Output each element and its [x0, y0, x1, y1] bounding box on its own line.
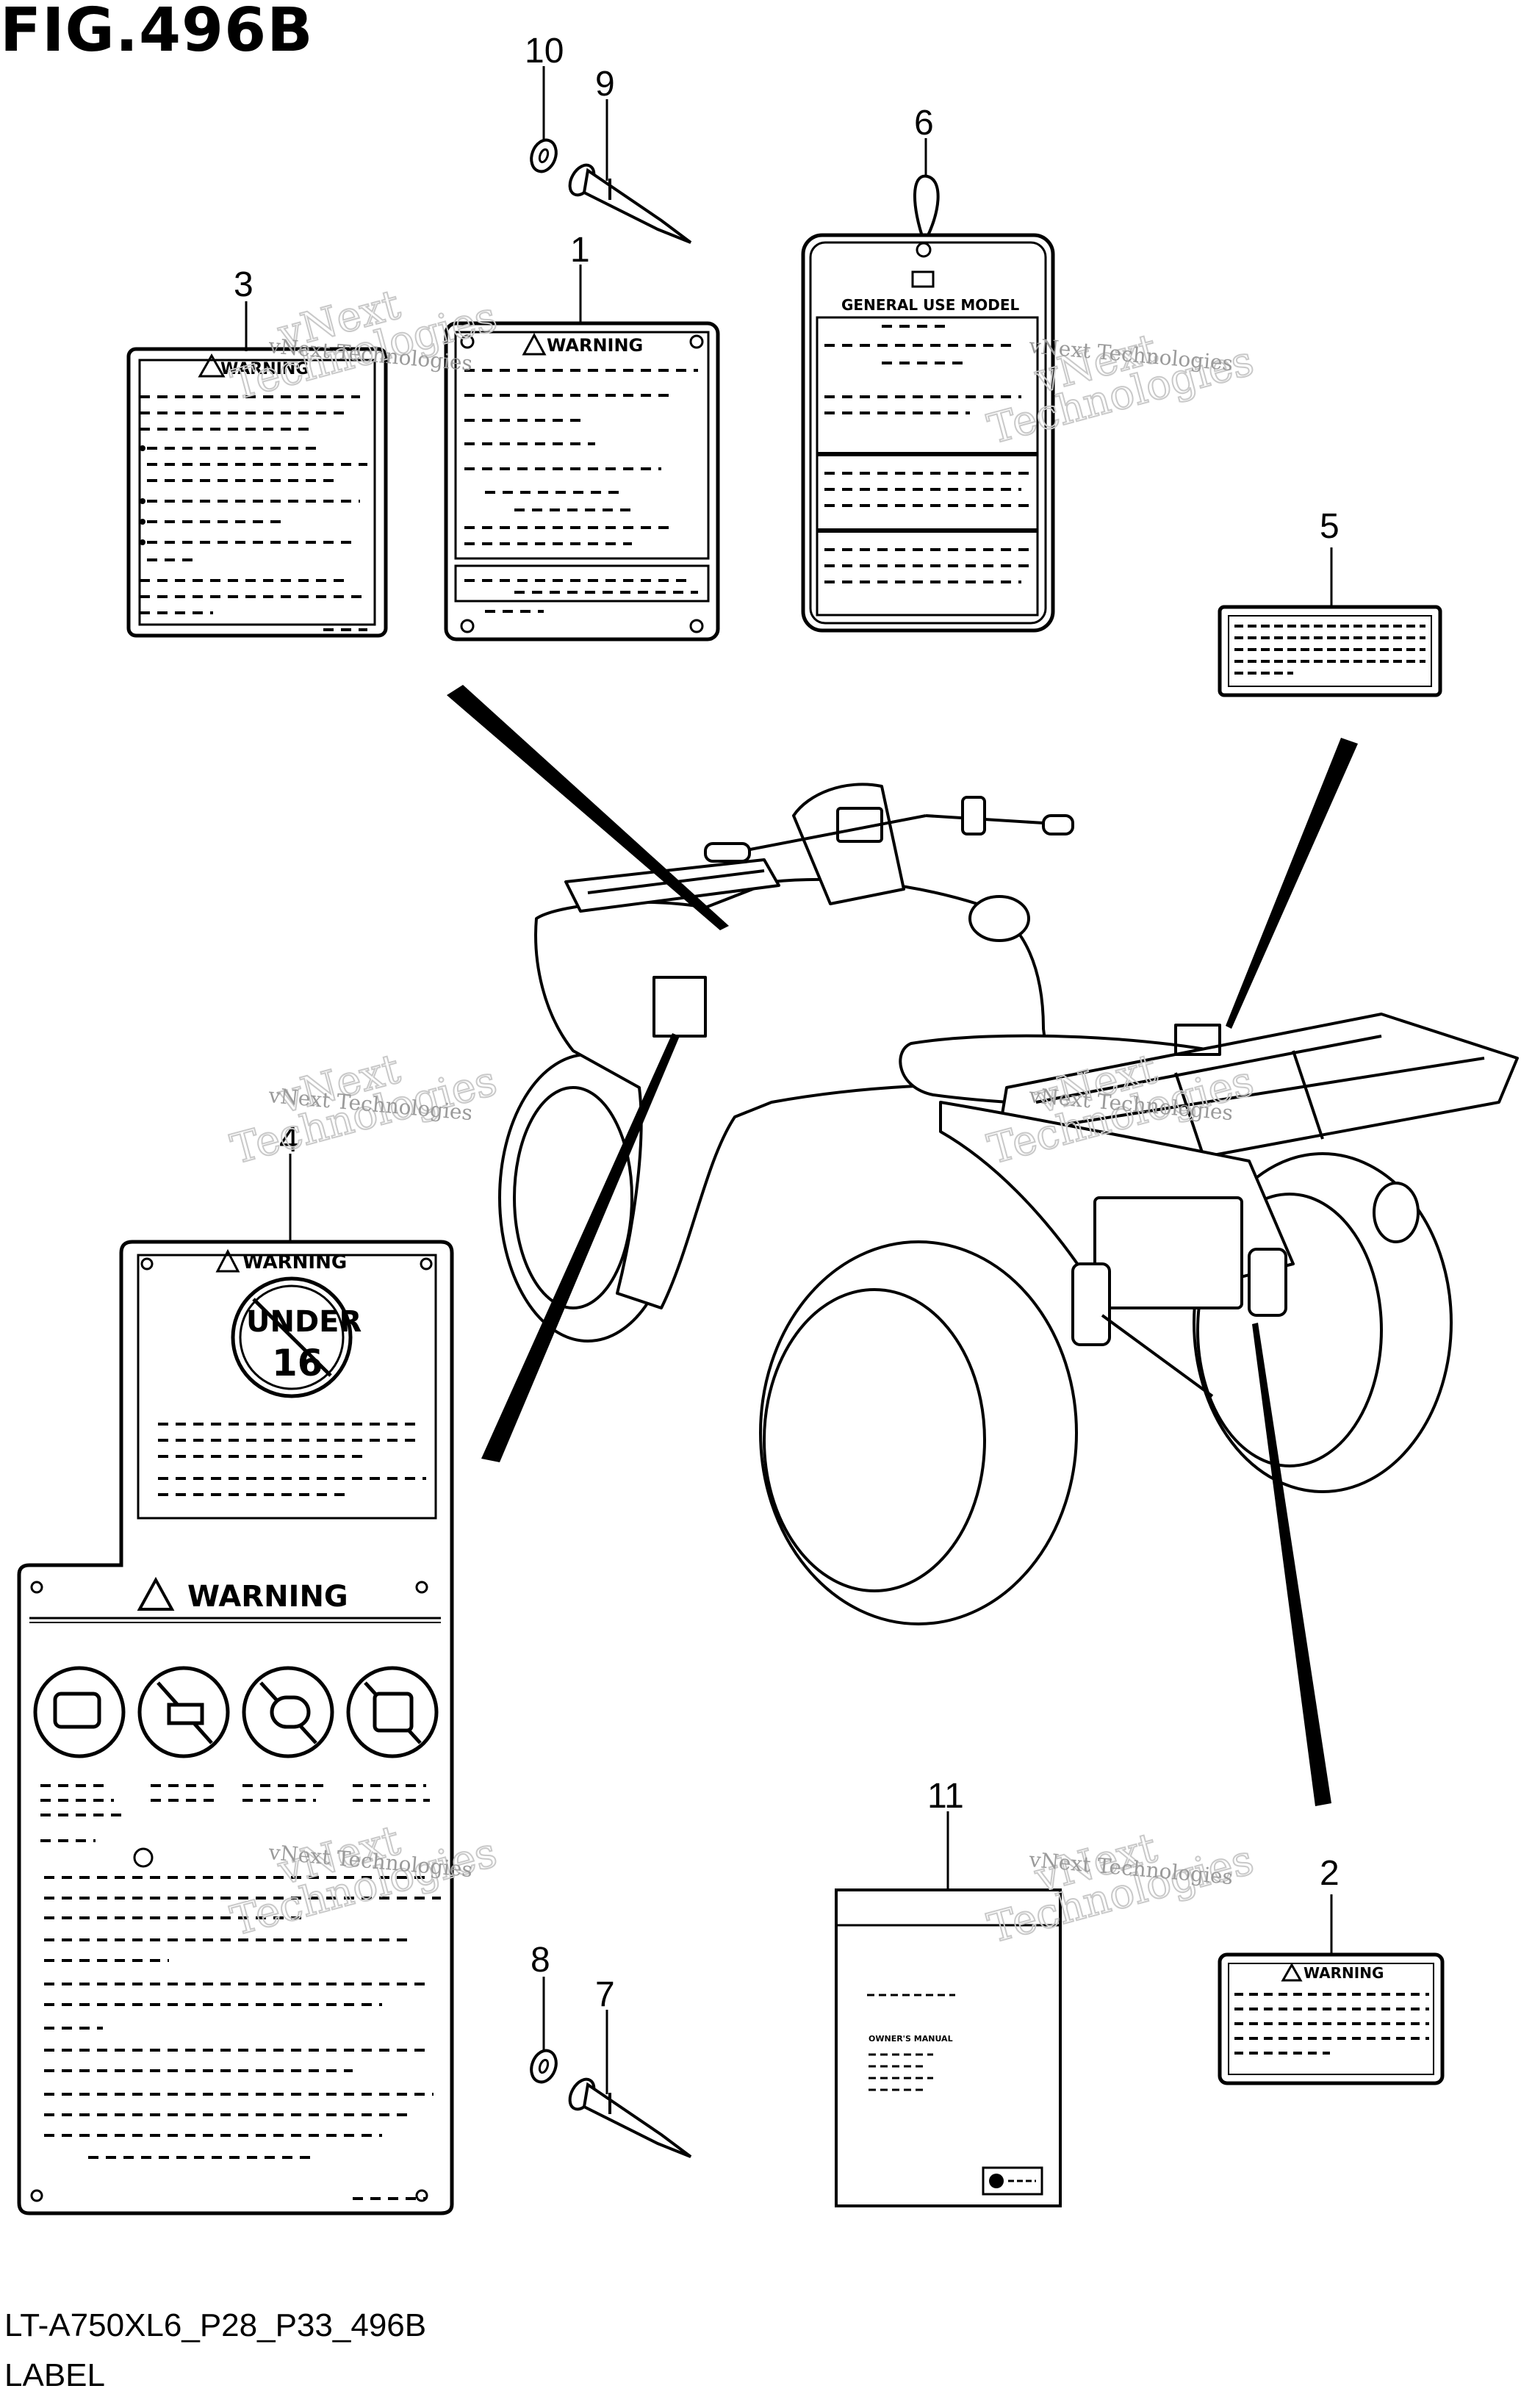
label-3-warning-decal[interactable]: WARNING [126, 347, 388, 638]
callout-8: 8 [531, 1941, 550, 1980]
age-number: 16 [272, 1342, 323, 1384]
callout-5: 5 [1320, 507, 1340, 546]
label-5-decal[interactable] [1218, 605, 1442, 697]
pictogram-row [33, 1666, 439, 1758]
callout-9: 9 [595, 65, 615, 104]
leader-lines [447, 685, 1358, 1806]
label-4-warning-text: WARNING [242, 1251, 347, 1273]
label-1-warning-decal[interactable]: WARNING [444, 321, 720, 641]
rivet-9[interactable] [565, 161, 692, 244]
callout-11: 11 [927, 1777, 964, 1816]
callout-3: 3 [234, 265, 254, 304]
owners-manual-text: OWNER'S MANUAL [869, 2034, 953, 2044]
callout-1: 1 [570, 231, 590, 270]
tag-6-general-use-model[interactable]: GENERAL USE MODEL [801, 174, 1055, 633]
washer-8[interactable] [527, 2047, 560, 2085]
callout-2: 2 [1320, 1854, 1340, 1893]
washer-10[interactable] [527, 137, 560, 175]
label-2-warning-decal[interactable]: WARNING [1218, 1952, 1445, 2085]
label-1-warning-text: WARNING [547, 335, 643, 356]
label-2-warning-text: WARNING [1304, 1964, 1384, 1982]
callout-7: 7 [595, 1975, 615, 2014]
label-3-warning-text: WARNING [220, 360, 309, 378]
label-4-warning-decal[interactable]: WARNING UNDER 16 WARNING [17, 1240, 454, 2215]
tag-6-general-use-text: GENERAL USE MODEL [841, 296, 1020, 314]
rivet-7[interactable] [565, 2075, 692, 2158]
atv-vehicle-illustration [498, 783, 1519, 1625]
under-age-text: UNDER [246, 1305, 362, 1339]
label-4-big-warning-text: WARNING [187, 1580, 348, 1614]
owners-manual-11[interactable]: OWNER'S MANUAL [835, 1888, 1062, 2207]
callout-6: 6 [914, 104, 934, 143]
callout-10: 10 [525, 32, 564, 71]
figure-code: LT-A750XL6_P28_P33_496B [4, 2307, 427, 2343]
figure-title: FIG.496B [0, 0, 314, 65]
figure-section-label: LABEL [4, 2357, 105, 2393]
callout-4: 4 [279, 1121, 299, 1160]
